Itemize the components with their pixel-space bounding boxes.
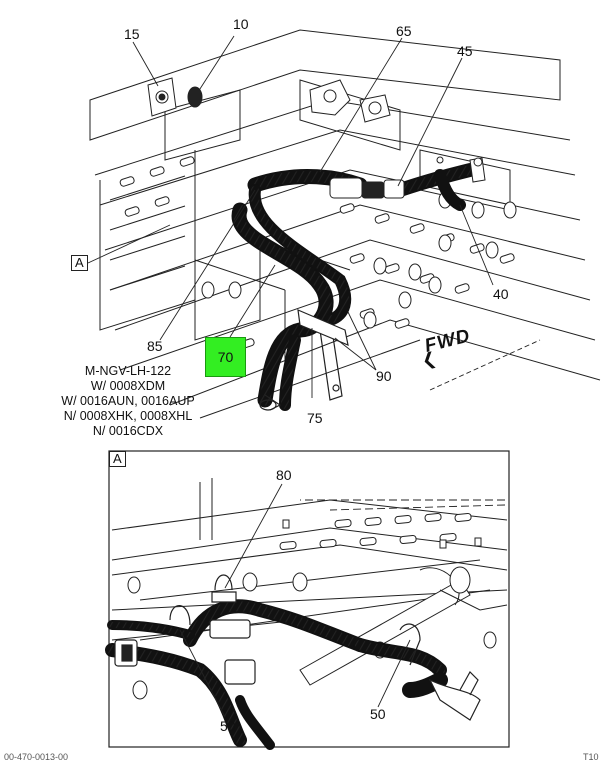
note-line: N/ 0016CDX [92,424,164,438]
note-line: M-NGV-LH-122 [84,364,172,378]
callout-50-left: 50 [220,718,236,734]
callout-70-highlight: 70 [205,337,246,377]
connector-10 [187,86,203,108]
callout-15: 15 [124,26,140,42]
main-leaders [87,35,541,398]
callout-90: 90 [376,368,392,384]
harness-connectors [329,156,486,199]
connector-15 [147,77,177,117]
callout-85: 85 [147,338,163,354]
note-line: W/ 0008XDM [90,379,166,393]
callout-70: 70 [217,349,234,365]
detail-structure [111,478,508,686]
document-id: 00-470-0013-00 [4,752,69,762]
callout-10: 10 [233,16,249,32]
callout-45: 45 [457,43,473,59]
detail-view-label: A [109,451,126,467]
note-line: N/ 0008XHK, 0008XHL [63,409,193,423]
view-reference-a: A [71,255,88,271]
note-line: W/ 0016AUN, 0016AUP [61,394,195,408]
page-id: T10 [583,752,599,762]
mounting-brackets [259,309,349,411]
callout-65: 65 [396,23,412,39]
callout-50-right: 50 [370,706,386,722]
callout-75: 75 [307,410,323,426]
detail-clips [114,574,481,721]
detail-leaders [179,483,506,718]
callout-80: 80 [276,467,292,483]
callout-40: 40 [493,286,509,302]
detail-harness [105,599,448,750]
connector-65 [309,79,391,123]
applicability-note: M-NGV-LH-122 W/ 0008XDM W/ 0016AUN, 0016… [40,364,216,439]
